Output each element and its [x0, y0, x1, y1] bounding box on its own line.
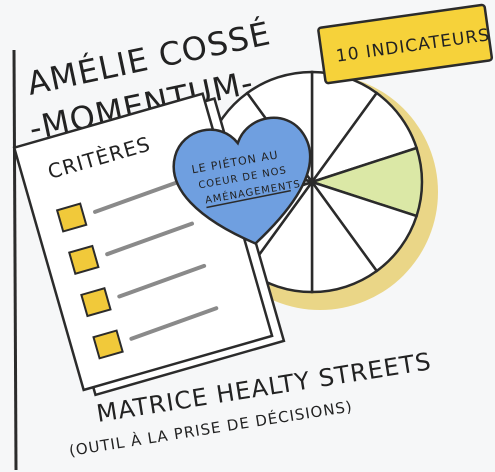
criteria-line — [129, 306, 219, 341]
criteria-checkbox — [80, 287, 112, 318]
criteria-checkbox — [55, 202, 88, 233]
indicators-badge: 10 INDICATEURS — [317, 3, 494, 85]
badge-background — [317, 3, 494, 85]
criteria-checkbox — [68, 244, 100, 275]
heart-shape — [172, 116, 312, 245]
left-margin-line — [12, 49, 18, 471]
criteria-list — [55, 179, 219, 360]
criteria-line — [93, 179, 182, 214]
criteria-line — [117, 263, 207, 299]
criteria-line — [105, 221, 195, 257]
heart-underline — [206, 189, 291, 209]
criteria-checkbox — [92, 329, 124, 360]
heart: LE PIÉTON AU COEUR DE NOS AMÉNAGEMENTS — [172, 116, 312, 245]
